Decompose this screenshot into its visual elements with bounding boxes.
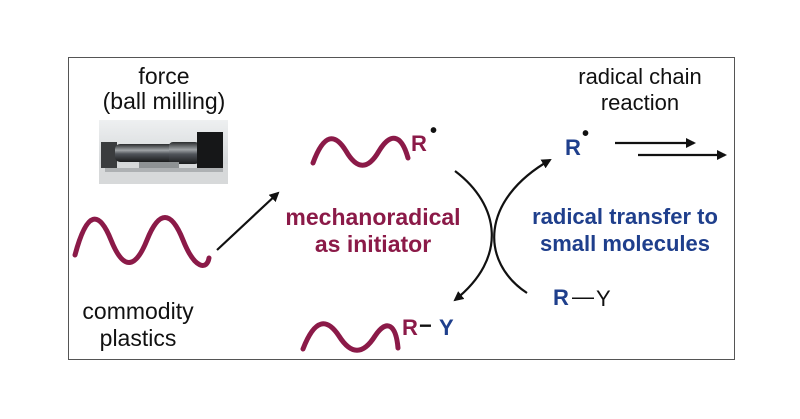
small-radical-r: R <box>565 135 581 160</box>
polymer-radical-dot: • <box>430 120 438 142</box>
radical-chain-label: radical chain <box>578 64 702 89</box>
substrate-bond: — <box>572 284 594 309</box>
ball-milling-label: (ball milling) <box>102 88 226 114</box>
polymer-chain-radical-icon <box>310 135 411 168</box>
product-r: R <box>402 315 418 340</box>
small-molecules-label: small molecules <box>540 231 710 256</box>
ball-mill-photo-icon <box>99 120 228 184</box>
plastics-label: plastics <box>99 325 177 351</box>
polymer-chain-product-icon <box>300 321 401 353</box>
initiation-arrow <box>453 170 493 302</box>
reaction-label: reaction <box>600 90 680 115</box>
transfer-arrow <box>493 159 552 294</box>
initiator-label: as initiator <box>314 231 432 257</box>
product-bond: − <box>419 313 432 338</box>
polymer-chain-commodity-icon <box>72 215 212 268</box>
mechanoradical-label: mechanoradical <box>285 204 461 230</box>
radical-transfer-label: radical transfer to <box>532 204 718 229</box>
substrate-y: Y <box>596 286 611 311</box>
product-y: Y <box>439 315 454 340</box>
force-label: force <box>138 63 190 89</box>
commodity-label: commodity <box>82 298 194 324</box>
scheme-frame <box>68 57 735 360</box>
small-radical-dot: • <box>582 123 590 145</box>
force-arrow <box>216 191 280 251</box>
substrate-r: R <box>553 285 569 310</box>
polymer-radical-r: R <box>411 131 427 156</box>
